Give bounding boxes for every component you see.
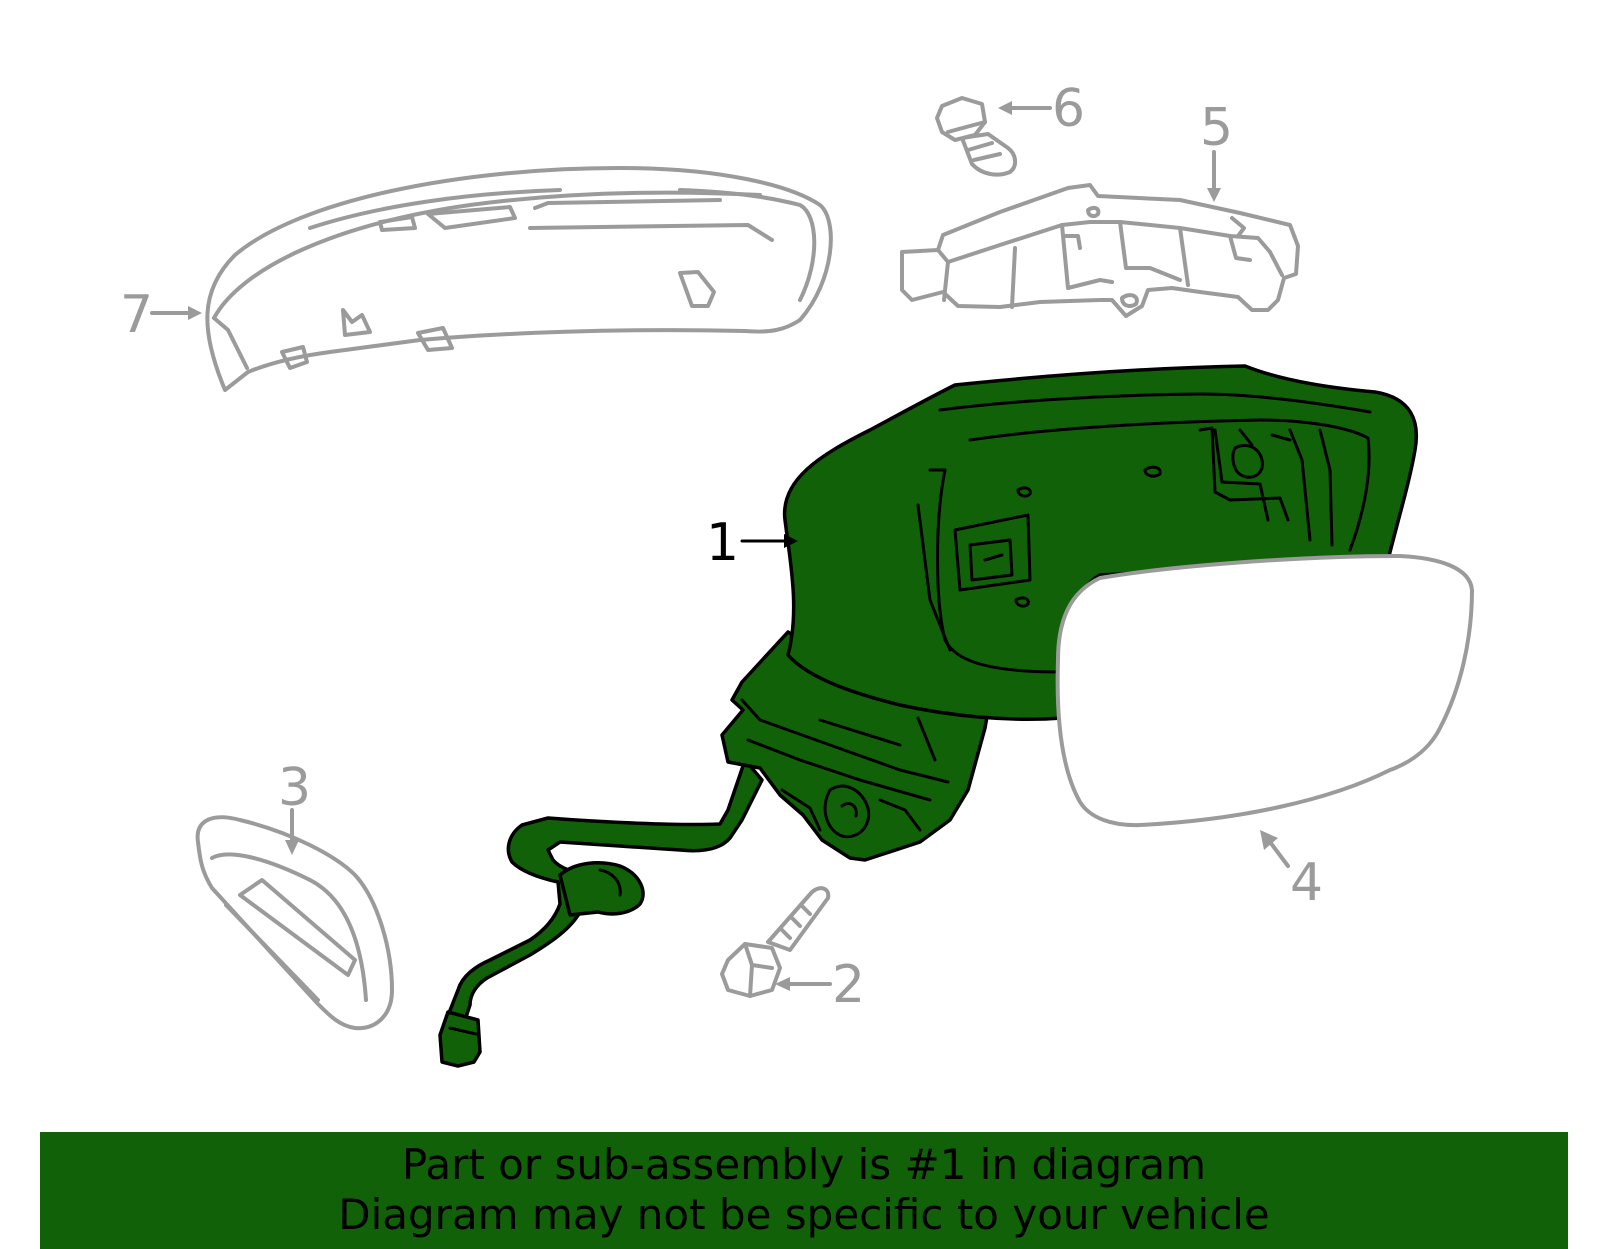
part-2-bolt — [720, 886, 831, 998]
part-3-signal-lamp — [195, 815, 394, 1031]
part-7-mirror-cover — [205, 166, 833, 392]
leader-arrows — [150, 101, 1290, 991]
callout-5: 5 — [1200, 98, 1233, 158]
callout-7: 7 — [120, 285, 153, 345]
info-banner: Part or sub-assembly is #1 in diagram Di… — [40, 1132, 1568, 1249]
callout-4: 4 — [1290, 853, 1323, 913]
callout-2: 2 — [832, 955, 865, 1015]
banner-line-2: Diagram may not be specific to your vehi… — [338, 1190, 1270, 1239]
part-1-mirror-assembly — [438, 364, 1419, 1068]
part-6-bolt — [935, 96, 1017, 177]
part-4-mirror-glass — [1055, 554, 1474, 828]
banner-line-1: Part or sub-assembly is #1 in diagram — [401, 1140, 1207, 1189]
callout-6: 6 — [1052, 79, 1085, 139]
part-5-bracket — [900, 183, 1300, 318]
callout-3: 3 — [278, 758, 311, 818]
callout-1: 1 — [706, 513, 739, 573]
